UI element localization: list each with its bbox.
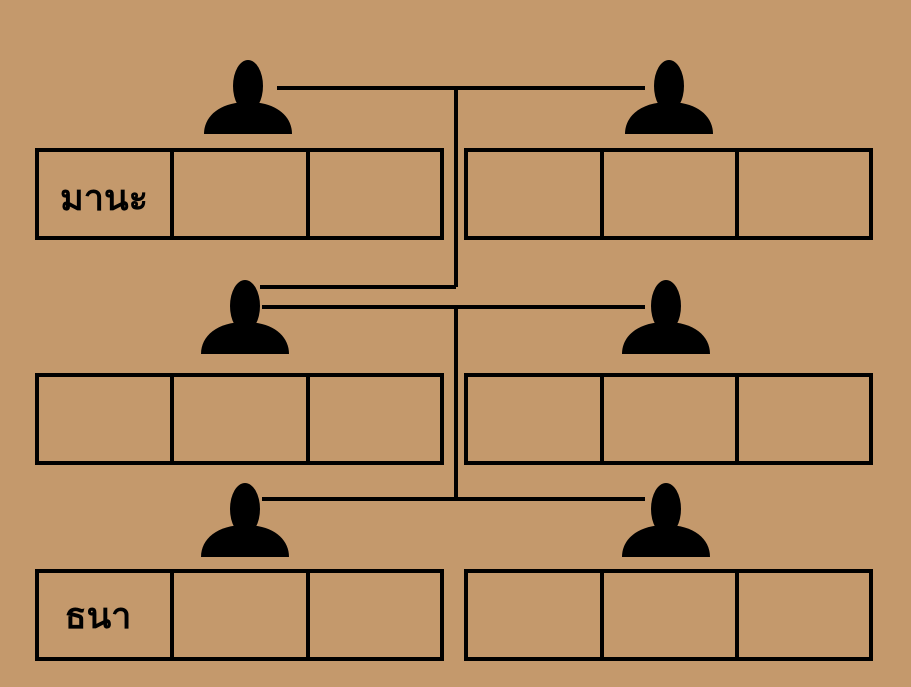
name-cell <box>306 373 444 465</box>
name-cell <box>600 569 739 661</box>
person-icon <box>204 60 292 134</box>
name-box-gen1-left: มานะ <box>35 148 444 240</box>
name-box-gen2-left <box>35 373 444 465</box>
name-cell <box>735 569 873 661</box>
name-cell <box>170 148 310 240</box>
person-icon <box>625 60 713 134</box>
person-icon <box>622 280 710 354</box>
name-cell <box>306 148 444 240</box>
name-cell <box>735 148 873 240</box>
name-cell <box>170 569 310 661</box>
name-box-gen3-right <box>464 569 873 661</box>
name-cell <box>306 569 444 661</box>
name-cell <box>600 373 739 465</box>
name-cell <box>464 569 604 661</box>
connector-lines <box>260 86 645 501</box>
name-box-gen2-right <box>464 373 873 465</box>
person-icon <box>201 483 289 557</box>
name-cell <box>600 148 739 240</box>
name-cell <box>464 148 604 240</box>
name-cell <box>735 373 873 465</box>
name-cell-text: ธนา <box>65 596 132 637</box>
name-cell <box>35 373 174 465</box>
person-icon <box>201 280 289 354</box>
name-cell <box>170 373 310 465</box>
person-icon <box>622 483 710 557</box>
name-cell-text: มานะ <box>60 178 148 219</box>
name-cell <box>464 373 604 465</box>
name-box-gen3-left: ธนา <box>35 569 444 661</box>
name-box-gen1-right <box>464 148 873 240</box>
